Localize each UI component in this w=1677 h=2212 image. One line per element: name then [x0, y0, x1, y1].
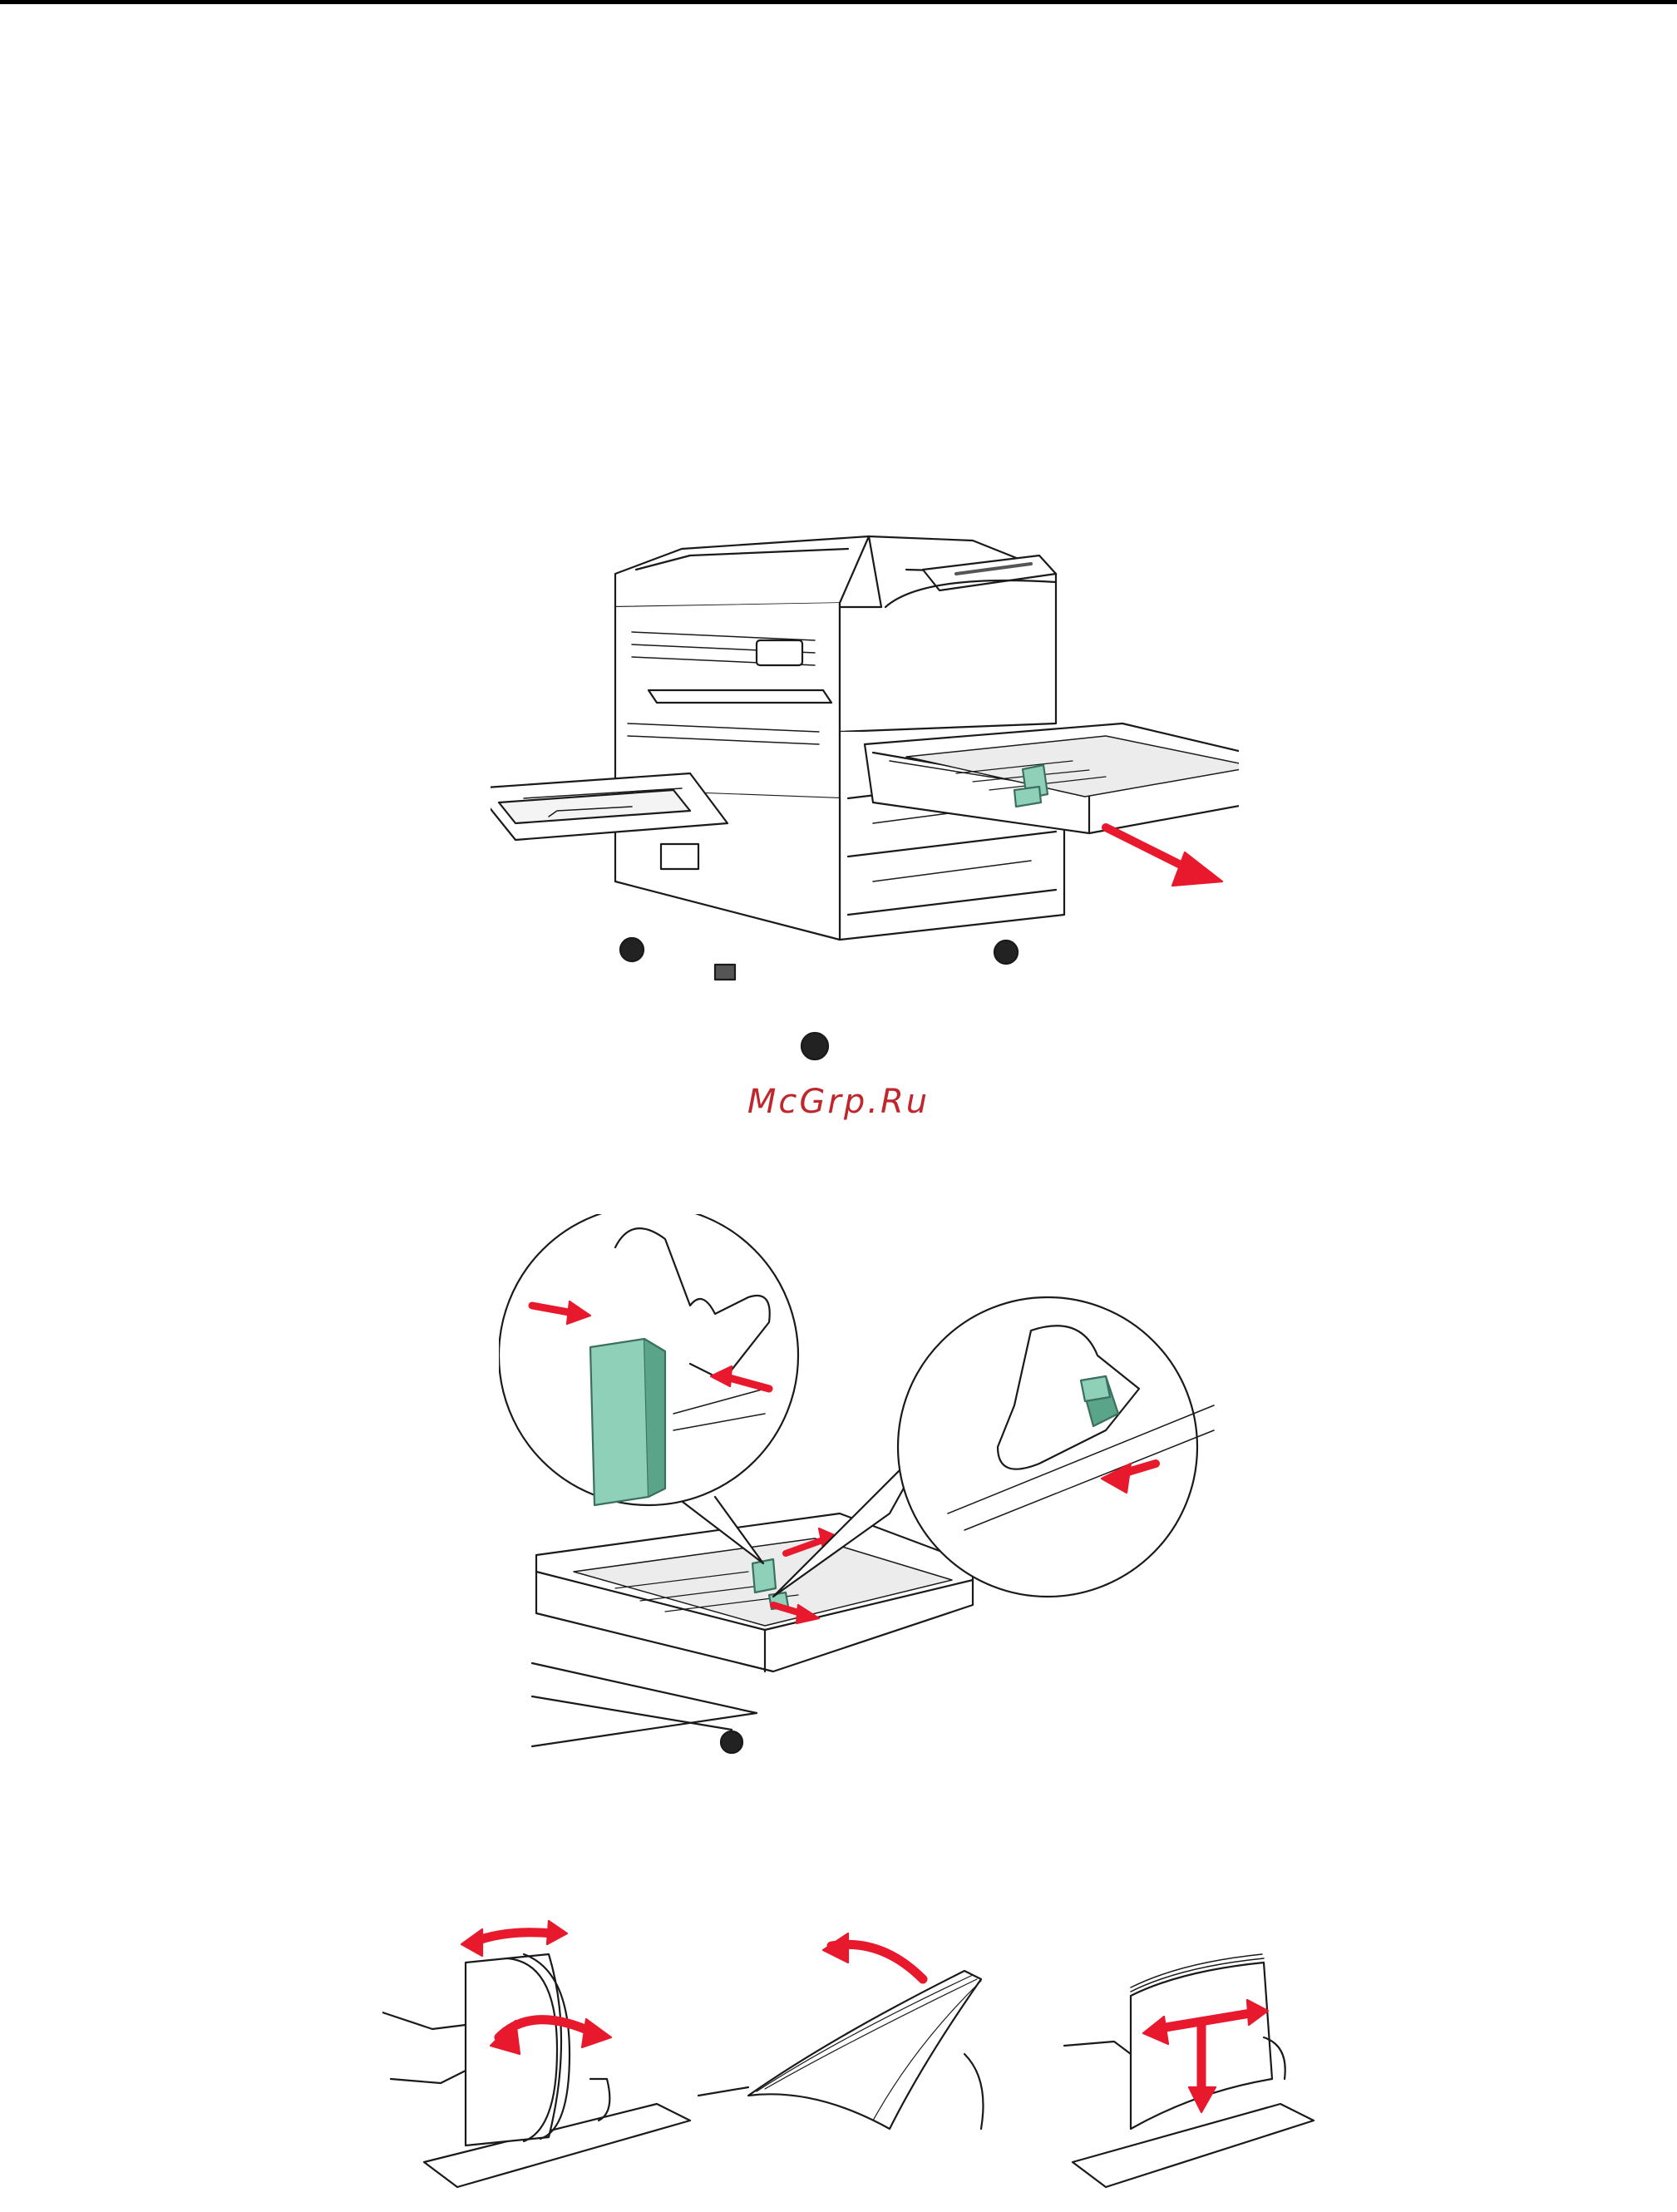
- fan-paper-panel: [698, 1933, 984, 2129]
- tray-guide-adjust-illustration: [499, 1214, 1231, 1780]
- printer-tray-open-illustration: [491, 524, 1239, 1073]
- page-top-rule: [0, 0, 1677, 4]
- watermark-text: McGrp.Ru: [0, 1083, 1677, 1121]
- flex-fan-paper-illustration: [382, 1913, 1364, 2212]
- straighten-paper-panel: [1064, 1954, 1314, 2187]
- flex-paper-panel: [382, 1921, 690, 2187]
